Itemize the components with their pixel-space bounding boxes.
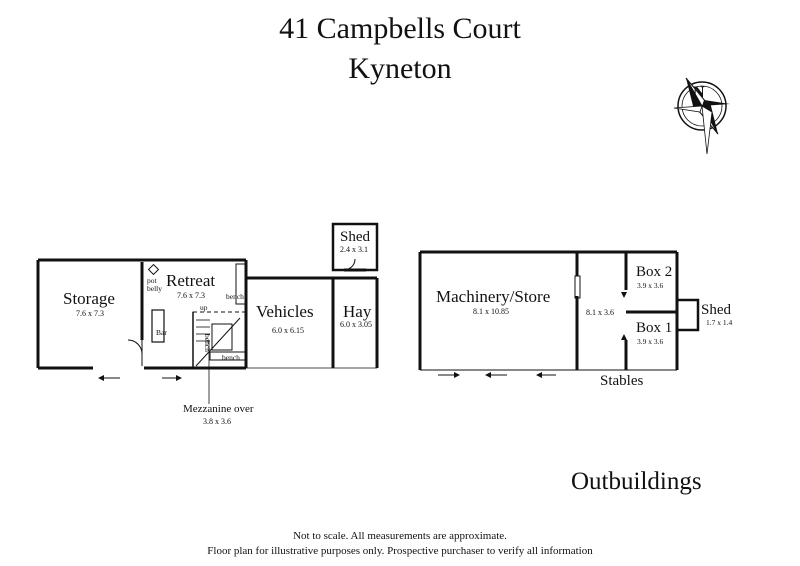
mezzanine-dims: 3.8 x 3.6 — [203, 417, 231, 426]
disclaimer-line-1: Not to scale. All measurements are appro… — [293, 530, 507, 542]
pot-belly-label: pot belly — [147, 276, 162, 293]
room-shed-top-name: Shed — [340, 229, 370, 245]
room-machinery-dims: 8.1 x 10.85 — [473, 307, 509, 316]
room-vehicles-dims: 6.0 x 6.15 — [272, 326, 304, 335]
room-shed-right-name: Shed — [701, 302, 731, 318]
room-vehicles-name: Vehicles — [256, 302, 314, 321]
room-hay-name: Hay — [343, 302, 372, 321]
mezzanine-name: Mezzanine over — [183, 403, 254, 415]
room-shed-top-dims: 2.4 x 3.1 — [340, 245, 368, 254]
bench-label-side: bench — [203, 334, 212, 352]
room-machinery-name: Machinery/Store — [436, 287, 551, 306]
room-shed-right-dims: 1.7 x 1.4 — [706, 318, 733, 327]
address-suburb: Kyneton — [348, 52, 452, 85]
room-storage-name: Storage — [63, 289, 115, 308]
bar-label: Bar — [156, 328, 167, 337]
disclaimer-line-2: Floor plan for illustrative purposes onl… — [207, 545, 593, 557]
stairs-up-label: up — [200, 303, 208, 312]
stables-label: Stables — [600, 373, 644, 389]
north-arrow-compass-icon — [673, 77, 730, 155]
room-retreat-dims: 7.6 x 7.3 — [177, 291, 205, 300]
section-title: Outbuildings — [571, 468, 702, 495]
room-box1-name: Box 1 — [636, 320, 673, 336]
bench-label-bottom: bench — [222, 353, 240, 362]
room-retreat-name: Retreat — [166, 271, 216, 290]
room-box1-dims: 3.9 x 3.6 — [637, 337, 664, 346]
room-hay-dims: 6.0 x 3.05 — [340, 320, 372, 329]
bench-label-top: bench — [226, 292, 244, 301]
room-box2-dims: 3.9 x 3.6 — [637, 281, 664, 290]
stable-aisle-dims: 8.1 x 3.6 — [586, 308, 614, 317]
room-storage-dims: 7.6 x 7.3 — [76, 309, 104, 318]
room-box2-name: Box 2 — [636, 264, 673, 280]
address-street: 41 Campbells Court — [279, 12, 521, 45]
compass-north-letter: N — [693, 84, 705, 101]
